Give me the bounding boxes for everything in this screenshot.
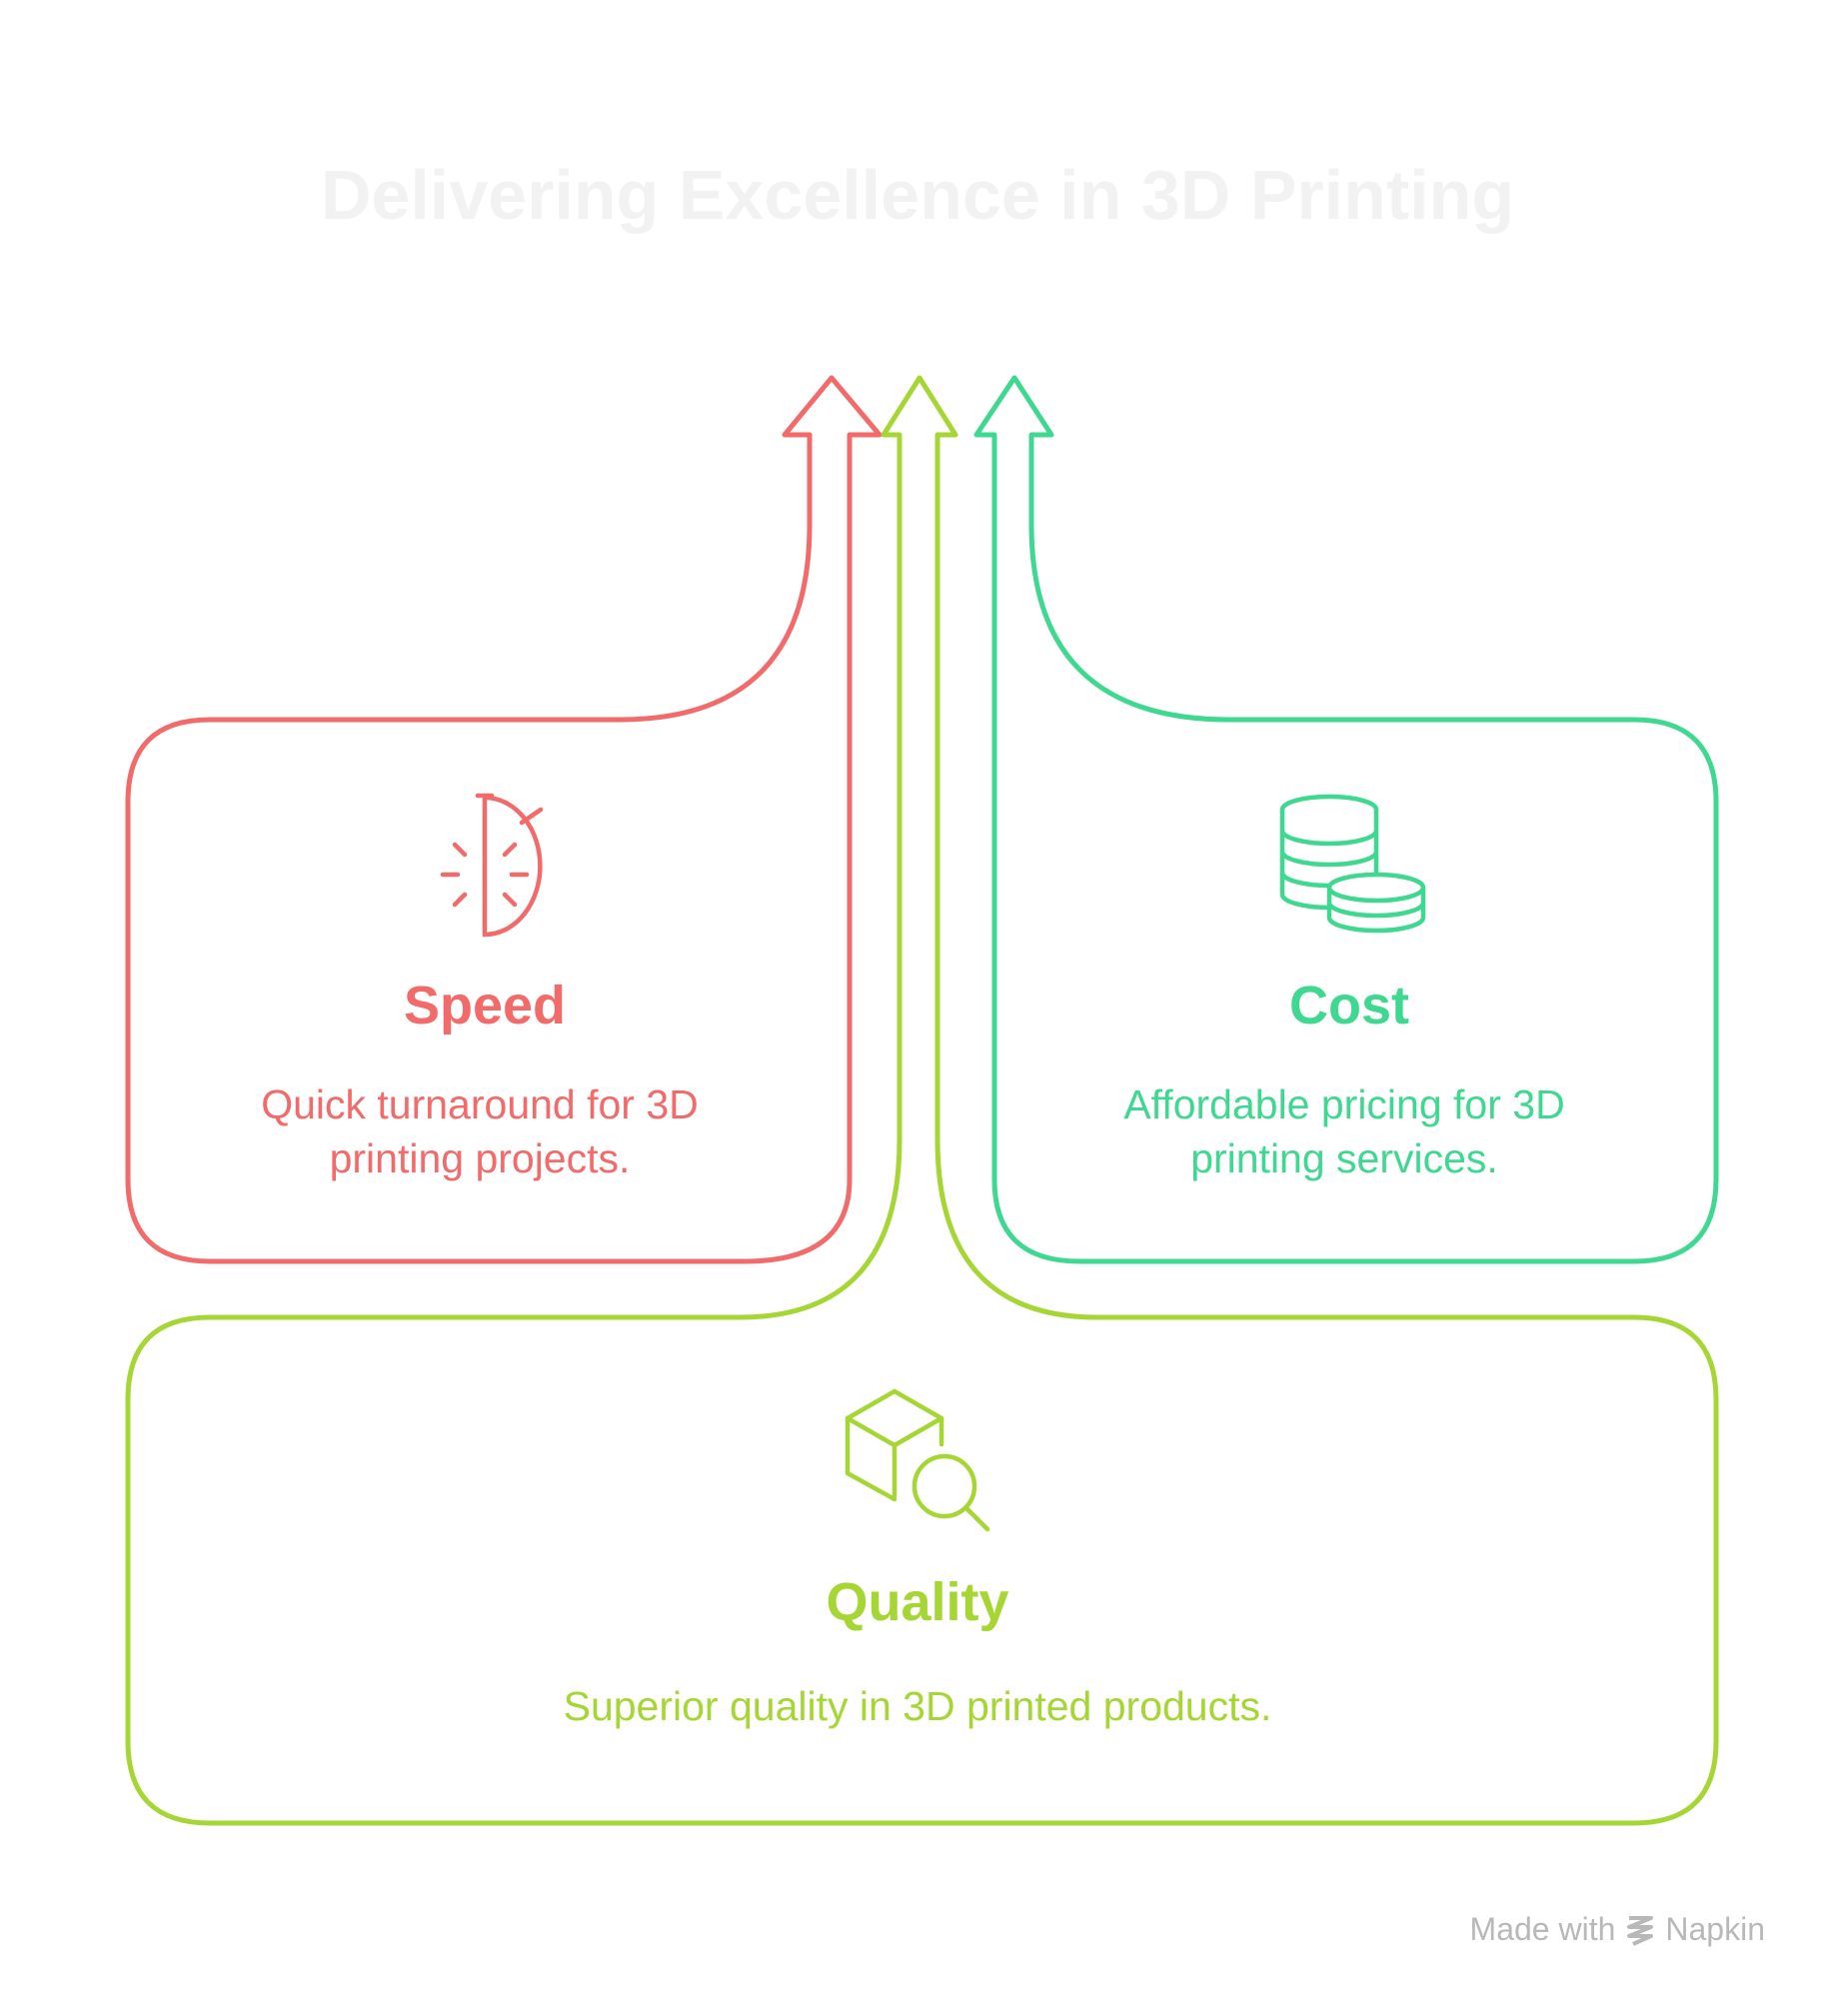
cost-description: Affordable pricing for 3D printing servi… — [1044, 1077, 1644, 1185]
speed-title: Speed — [403, 976, 567, 1035]
cost-title: Cost — [1289, 976, 1409, 1035]
napkin-brand-label: Napkin — [1665, 1911, 1765, 1947]
made-with-label: Made with — [1469, 1911, 1616, 1947]
cost-description-line-1: Affordable pricing for 3D — [1123, 1081, 1565, 1127]
made-with-napkin-badge: Made with Napkin — [1470, 1911, 1765, 1948]
cost-description-line-2: printing services. — [1190, 1135, 1498, 1181]
coins-icon — [1279, 794, 1426, 934]
speed-card-outline — [125, 375, 883, 1264]
stopwatch-icon — [440, 793, 544, 938]
quality-description: Superior quality in 3D printed products. — [563, 1683, 1272, 1729]
napkin-logo-icon — [1627, 1915, 1654, 1946]
cost-card-outline — [973, 375, 1719, 1264]
speed-description: Quick turnaround for 3D printing project… — [180, 1077, 780, 1185]
quality-card-outline — [125, 375, 1719, 1826]
quality-title: Quality — [826, 1572, 1009, 1632]
speed-description-line-2: printing projects. — [329, 1135, 631, 1181]
diagram-title: Delivering Excellence in 3D Printing — [320, 156, 1515, 234]
speed-description-line-1: Quick turnaround for 3D — [261, 1081, 699, 1127]
box-magnifier-icon — [845, 1388, 990, 1532]
